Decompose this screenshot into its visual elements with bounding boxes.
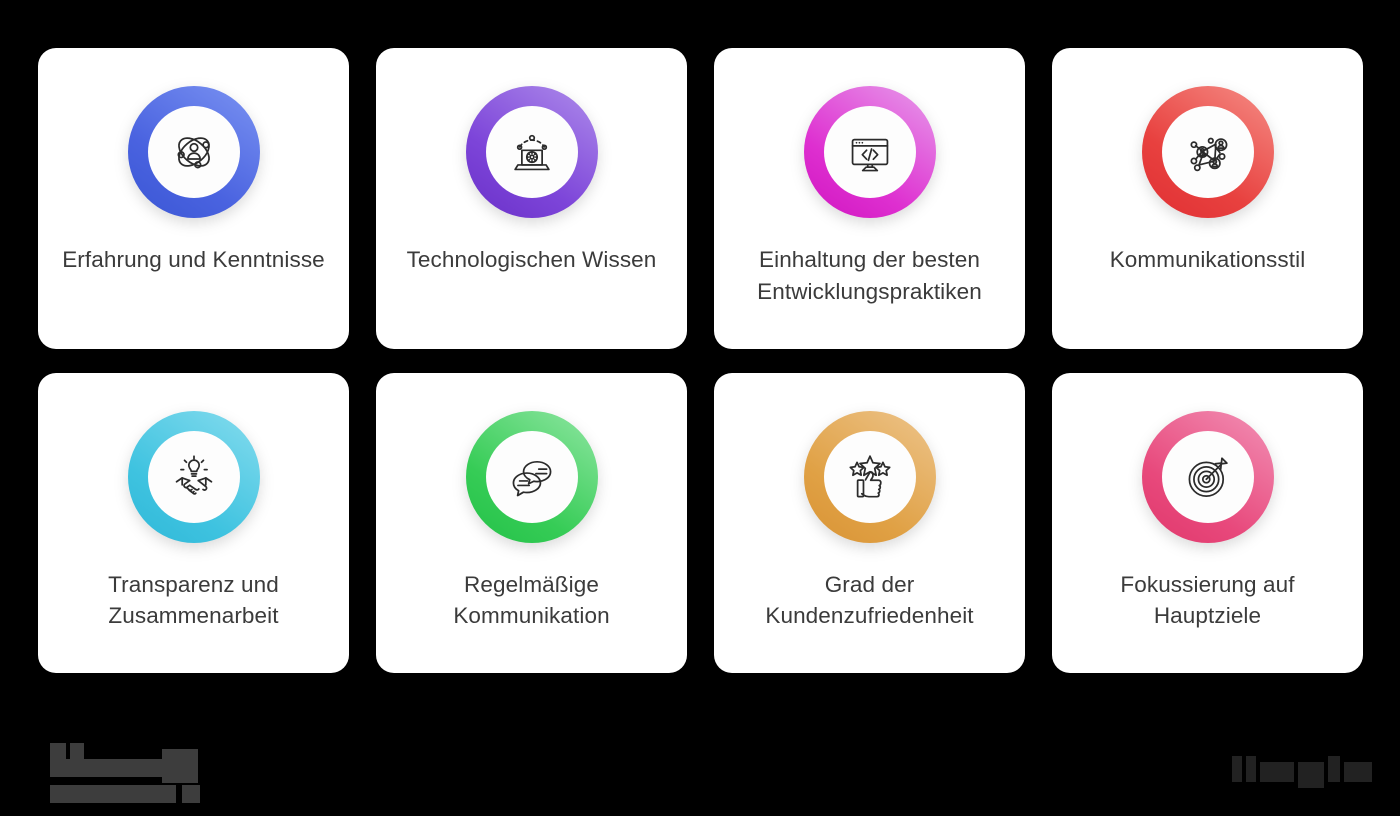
atom-person-icon [176,137,210,169]
icon-badge-inner [147,430,240,523]
thumbs-up-stars-icon [848,454,891,498]
footer-left-logo [36,735,202,803]
icon-badge-inner [1161,106,1254,198]
monitor-code-icon [851,138,888,172]
icon-badge [1141,86,1274,218]
card-technologischen-wissen[interactable]: Technologischen Wissen [376,48,687,349]
icon-badge [127,86,260,218]
icon-badge [1141,410,1274,543]
icon-badge-inner [485,430,578,523]
card-label: Erfahrung und Kenntnisse [62,247,325,272]
card-einhaltung-der-besten-entwicklungspraktiken[interactable]: Einhaltung der besten Entwicklungsprakti… [714,48,1025,349]
icon-badge-inner [823,430,916,523]
card-label: Regelmäßige Kommunikation [453,571,610,629]
icon-badge [127,410,260,543]
handshake-lightbulb-icon [175,454,212,495]
icon-badge-inner [1161,430,1254,523]
card-regelmaessige-kommunikation[interactable]: Regelmäßige Kommunikation [376,372,687,673]
card-grad-der-kundenzufriedenheit[interactable]: Grad der Kundenzufriedenheit [714,372,1025,673]
criteria-card-grid: Erfahrung und Kenntnisse [38,48,1363,673]
footer-right-logo [1228,752,1376,788]
card-label: Einhaltung der besten Entwicklungsprakti… [757,247,982,304]
icon-badge-inner [823,106,916,198]
card-erfahrung-und-kenntnisse[interactable]: Erfahrung und Kenntnisse [38,48,349,349]
footer-right-logo-text [1228,752,1229,753]
card-label: Fokussierung auf Hauptziele [1120,571,1295,629]
footer-left-logo-text [36,735,37,736]
icon-badge-inner [485,106,578,198]
card-transparenz-und-zusammenarbeit[interactable]: Transparenz und Zusammenarbeit [38,372,349,673]
icon-badge [803,410,936,543]
card-label: Kommunikationsstil [1109,247,1306,272]
speech-bubbles-icon [512,460,551,496]
card-fokussierung-auf-hauptziele[interactable]: Fokussierung auf Hauptziele [1052,372,1363,673]
icon-badge-inner [147,106,240,198]
target-arrow-icon [1188,456,1228,497]
icon-badge [465,410,598,543]
card-label: Grad der Kundenzufriedenheit [765,571,974,629]
icon-badge [803,86,936,218]
people-network-icon [1189,137,1227,172]
laptop-gear-icon [513,134,550,171]
card-kommunikationsstil[interactable]: Kommunikationsstil [1052,48,1363,349]
card-label: Technologischen Wissen [406,247,657,272]
icon-badge [465,86,598,218]
card-label: Transparenz und Zusammenarbeit [108,571,279,629]
